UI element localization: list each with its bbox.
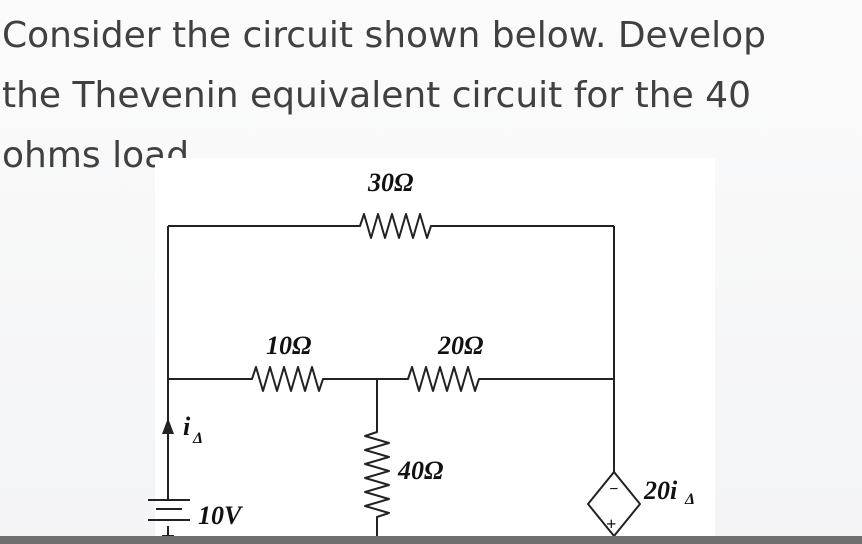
current-arrow xyxy=(162,418,174,450)
label-current-sub: Δ xyxy=(192,430,203,447)
label-dependent-sub: Δ xyxy=(684,491,695,508)
bottom-bar xyxy=(0,536,862,544)
label-40-ohm: 40Ω xyxy=(397,456,443,485)
label-current-i: i xyxy=(183,412,191,441)
label-30-ohm: 30Ω xyxy=(367,168,413,197)
dependent-source-plus: + xyxy=(606,514,616,534)
question-line-1: Consider the circuit shown below. Develo… xyxy=(2,15,767,56)
question-text: Consider the circuit shown below. Develo… xyxy=(2,6,852,186)
wire-middle xyxy=(168,366,614,392)
question-line-2: the Thevenin equivalent circuit for the … xyxy=(2,75,751,116)
circuit-panel xyxy=(155,158,715,544)
label-20-ohm: 20Ω xyxy=(437,331,483,360)
dependent-source-minus: − xyxy=(609,481,619,498)
wire-top xyxy=(168,213,614,239)
label-10v: 10V xyxy=(198,501,244,530)
resistor-40-wire xyxy=(364,379,390,544)
label-dependent-source: 20i xyxy=(643,476,678,505)
label-10-ohm: 10Ω xyxy=(266,331,311,360)
